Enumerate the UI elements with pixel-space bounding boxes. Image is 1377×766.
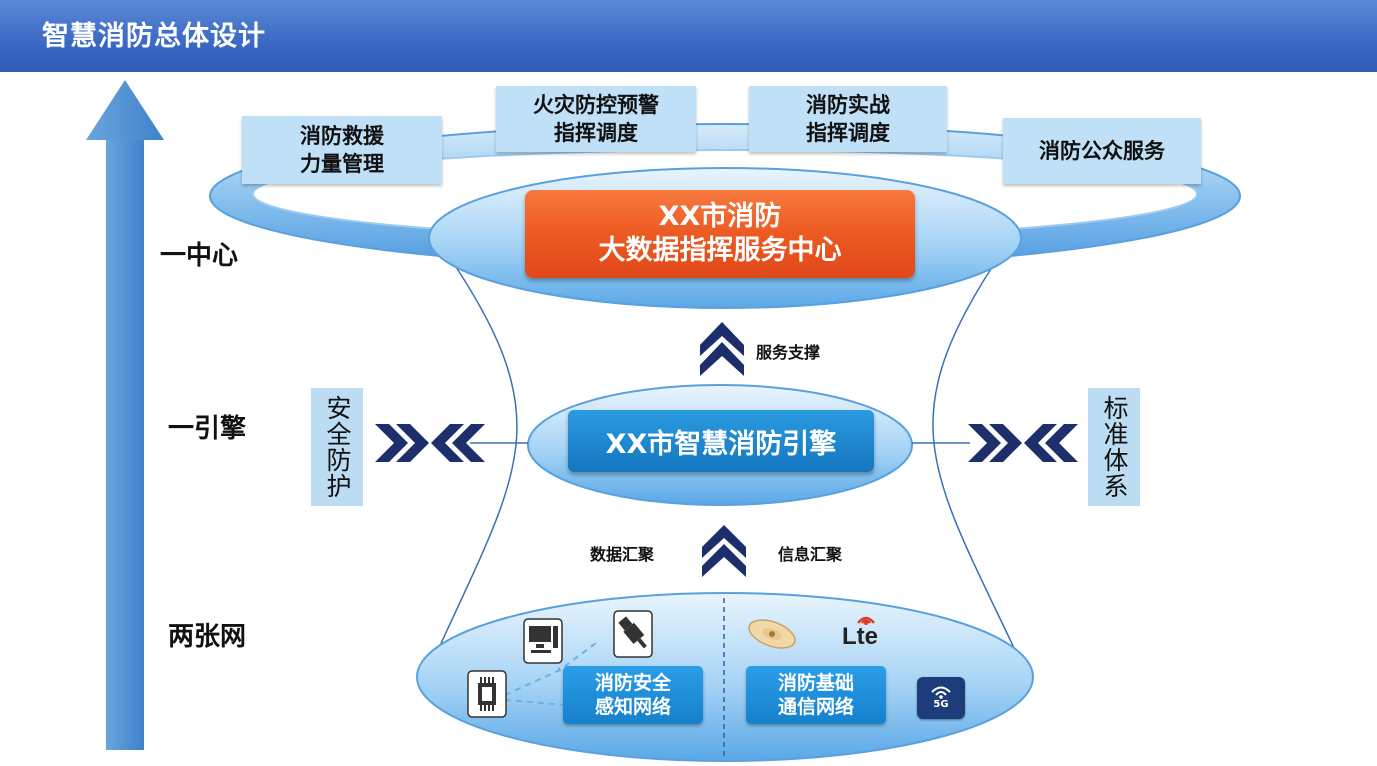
converge-chevrons-right <box>968 424 1078 462</box>
satellite-dish-icon <box>748 619 796 649</box>
module-combat: 消防实战 指挥调度 <box>749 86 947 152</box>
network-comm-box: 消防基础 通信网络 <box>746 666 886 724</box>
header-bar: 智慧消防总体设计 <box>0 0 1377 72</box>
converge-chevrons-left <box>375 424 485 462</box>
label-data-gather: 数据汇聚 <box>590 545 655 564</box>
chevron-up-icon-service <box>700 322 744 376</box>
network-sensing-box: 消防安全 感知网络 <box>563 666 703 724</box>
usb-plug-icon <box>613 610 653 658</box>
level-label-networks: 两张网 <box>168 622 247 652</box>
page-title: 智慧消防总体设计 <box>42 21 266 52</box>
module-rescue: 消防救援 力量管理 <box>242 116 442 184</box>
right-curve <box>932 254 1016 651</box>
5g-text: 5G <box>933 699 949 710</box>
label-info-gather: 信息汇聚 <box>778 545 843 564</box>
5g-icon: 5G <box>917 677 965 719</box>
module-public-service: 消防公众服务 <box>1003 118 1201 184</box>
computer-icon <box>523 618 563 664</box>
lte-icon: Lte <box>840 609 888 655</box>
label-service-support: 服务支撑 <box>756 343 821 362</box>
lte-text: Lte <box>842 623 878 650</box>
level-label-engine: 一引擎 <box>168 414 247 444</box>
signal-wave-icon <box>857 616 875 625</box>
side-standard: 标准体系 <box>1088 388 1140 506</box>
chevron-up-icon-data <box>702 525 746 577</box>
left-curve <box>437 254 518 651</box>
module-fire-warning: 火灾防控预警 指挥调度 <box>496 86 696 152</box>
side-security: 安全防护 <box>311 388 363 506</box>
wifi-icon <box>931 686 951 699</box>
smart-engine-box: XX市智慧消防引擎 <box>568 410 874 472</box>
vertical-arrow <box>86 80 164 750</box>
big-data-center-box: XX市消防 大数据指挥服务中心 <box>525 190 915 278</box>
level-label-center: 一中心 <box>160 241 239 271</box>
chip-icon <box>467 670 507 718</box>
